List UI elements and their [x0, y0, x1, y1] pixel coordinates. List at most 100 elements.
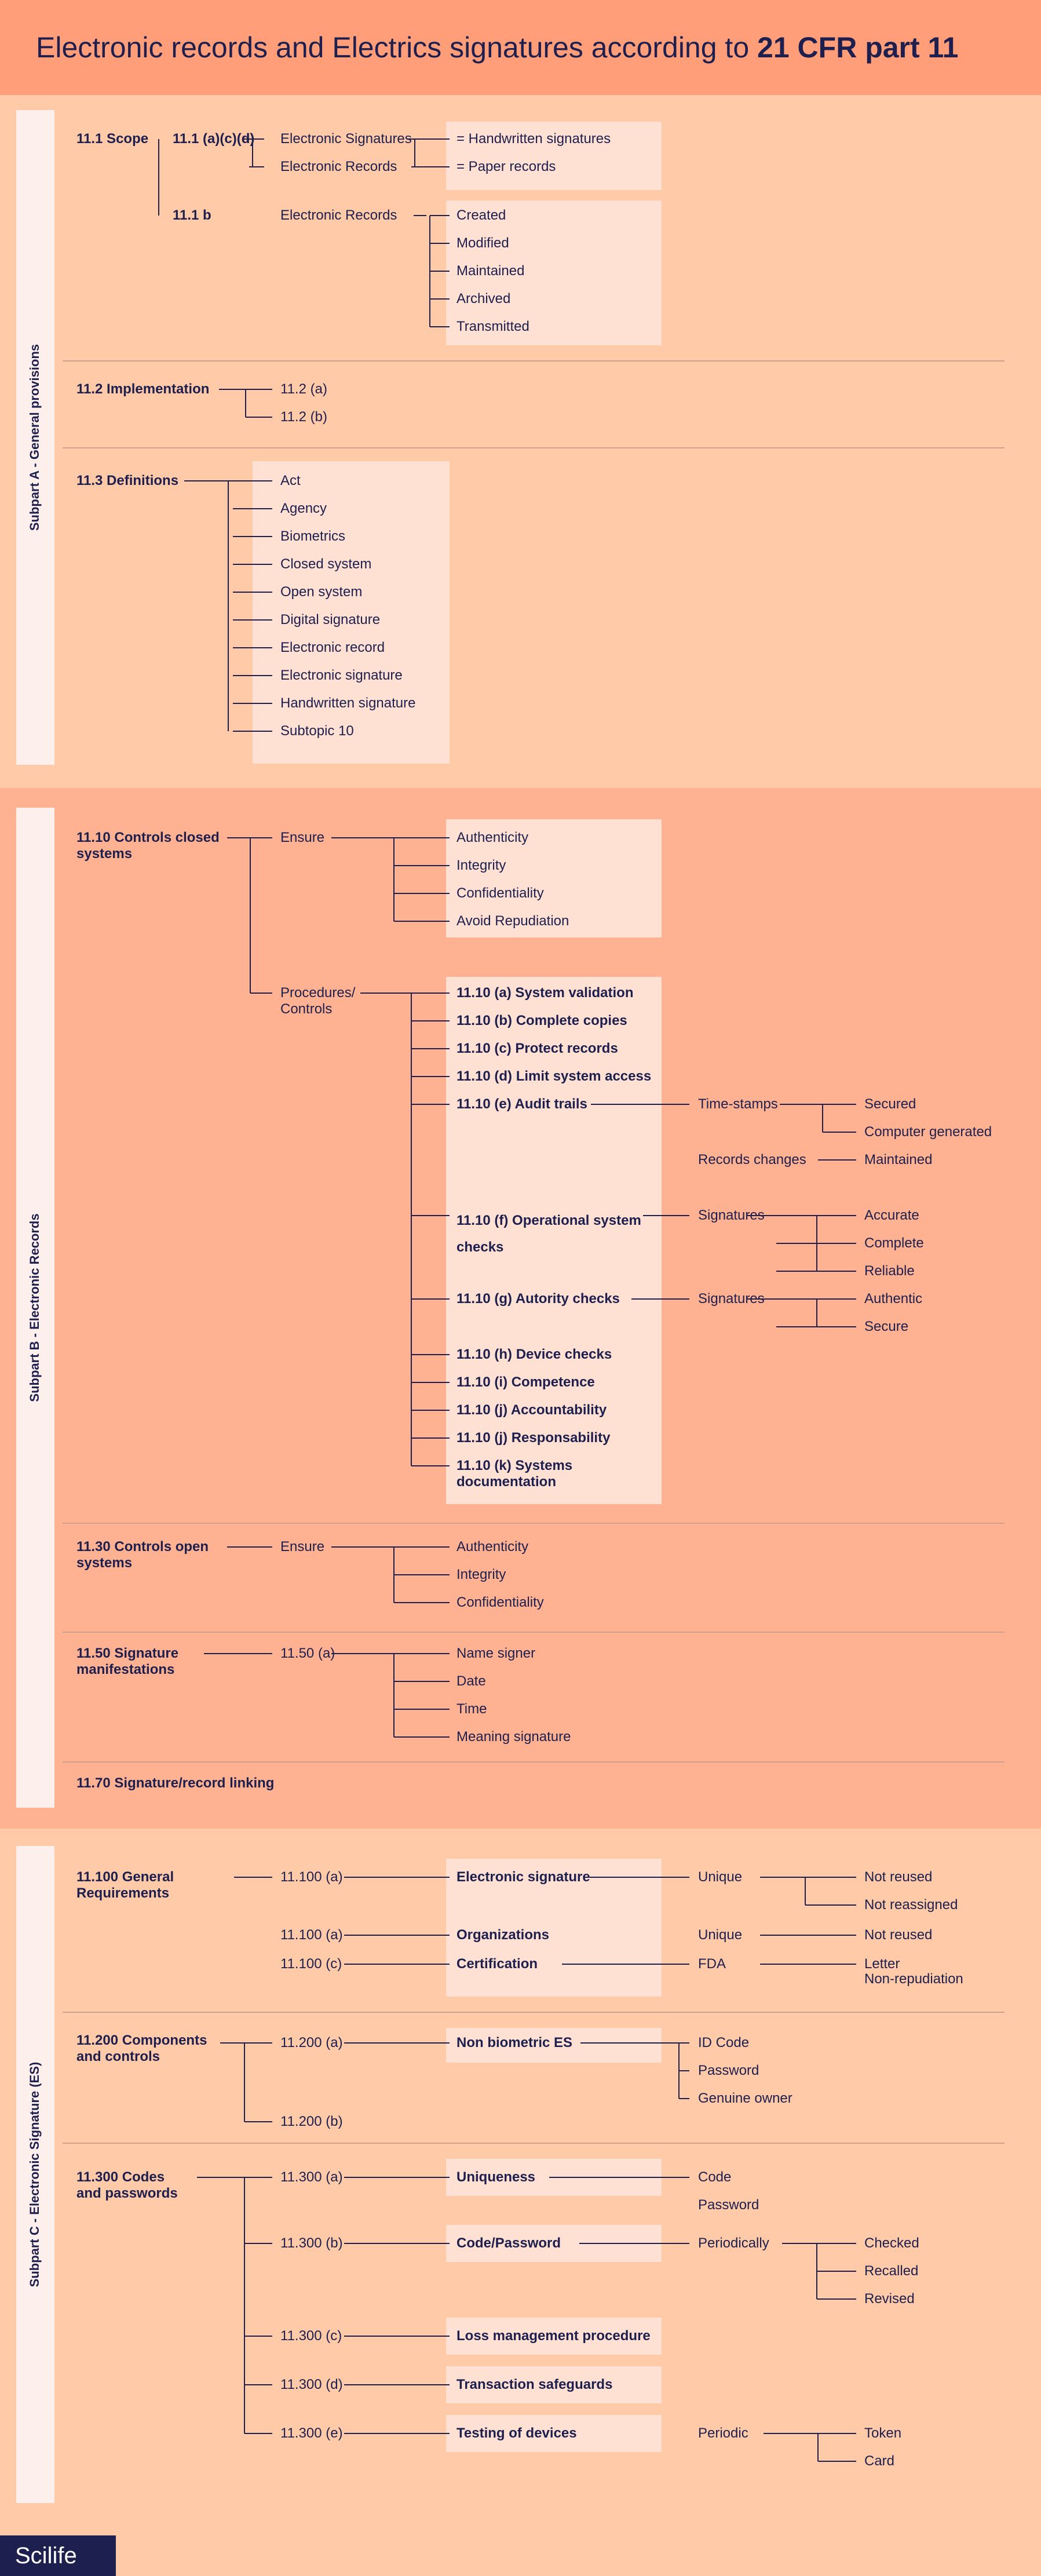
page-title: Electronic records and Electrics signatu…: [36, 30, 958, 65]
sidebar-c: [16, 1846, 54, 2503]
box-100: [446, 1859, 662, 1997]
accountability: 11.10 (j) Accountability: [456, 1402, 607, 1418]
box-procedures: [446, 977, 662, 1504]
certification: Certification: [456, 1956, 538, 1972]
definition-item: Digital signature: [280, 612, 381, 627]
lifecycle-item: Transmitted: [456, 319, 529, 334]
definitions-label: 11.3 Definitions: [76, 473, 179, 488]
codes-passwords-label: 11.300 Codes and passwords: [76, 2169, 178, 2201]
electronic-records-label: Electronic Records: [280, 159, 397, 174]
box-es-er: [446, 122, 662, 190]
definition-item: Electronic record: [280, 640, 385, 655]
code-300d: 11.300 (d): [280, 2377, 343, 2392]
records-changes-label: Records changes: [698, 1152, 806, 1167]
controls-closed-label: 11.10 Controls closed systems: [76, 830, 220, 862]
definition-item: Closed system: [280, 556, 372, 572]
box-lifecycle: [446, 200, 662, 345]
implementation-label: 11.2 Implementation: [76, 381, 210, 397]
device-checks: 11.10 (h) Device checks: [456, 1347, 612, 1362]
ensure-item: Confidentiality: [456, 885, 544, 901]
definition-item: Handwritten signature: [280, 695, 416, 711]
open-item: Authenticity: [456, 1539, 529, 1555]
unique-label: Unique: [698, 1869, 743, 1885]
box-definitions: [253, 461, 450, 764]
manif-50a: 11.50 (a): [280, 1645, 335, 1661]
ensure-label: Ensure: [280, 830, 325, 845]
fda-label: FDA: [698, 1956, 726, 1972]
logo-text: Scilife: [15, 2543, 77, 2568]
code-password: Code/Password: [456, 2235, 561, 2251]
box-300c: [446, 2318, 662, 2355]
definition-item: Subtopic 10: [280, 723, 354, 739]
secured-label: Secured: [864, 1096, 916, 1112]
check-item: Revised: [864, 2291, 915, 2307]
box-300d: [446, 2366, 662, 2403]
separator: [63, 1632, 1005, 1633]
organizations: Organizations: [456, 1927, 550, 1943]
code-300b: 11.300 (b): [280, 2235, 343, 2251]
complete-copies: 11.10 (b) Complete copies: [456, 1013, 627, 1028]
lifecycle-item: Archived: [456, 291, 511, 307]
definition-item: Open system: [280, 584, 363, 600]
check-item: Recalled: [864, 2263, 919, 2279]
device-item: Token: [864, 2425, 902, 2441]
maintained-label: Maintained: [864, 1152, 933, 1167]
title-text: Electronic records and Electrics signatu…: [36, 31, 758, 64]
electronic-records-label: Electronic Records: [280, 207, 397, 223]
not-reassigned-label: Not reassigned: [864, 1897, 958, 1913]
definition-item: Agency: [280, 501, 327, 516]
paper-records-label: = Paper records: [456, 159, 556, 174]
signatures-label: Signatures: [698, 1207, 765, 1223]
non-biometric-es: Non biometric ES: [456, 2035, 573, 2050]
component-item: ID Code: [698, 2035, 750, 2050]
controls-open-label: 11.30 Controls open systems: [76, 1539, 209, 1571]
electronic-signatures-label: Electronic Signatures: [280, 131, 412, 147]
periodic-label: Periodic: [698, 2425, 748, 2441]
separator: [63, 1761, 1005, 1763]
autority-checks: 11.10 (g) Autority checks: [456, 1291, 620, 1307]
box-300e: [446, 2415, 662, 2452]
not-reused-label: Not reused: [864, 1869, 933, 1885]
separator: [63, 2012, 1005, 2013]
lifecycle-item: Maintained: [456, 263, 525, 279]
unique-label: Unique: [698, 1927, 743, 1943]
separator: [63, 447, 1005, 448]
device-item: Card: [864, 2453, 895, 2469]
open-item: Confidentiality: [456, 1595, 544, 1610]
signatures-label: Signatures: [698, 1291, 765, 1307]
audit-trails: 11.10 (e) Audit trails: [456, 1096, 587, 1112]
testing-devices: Testing of devices: [456, 2425, 577, 2441]
signature-quality: Reliable: [864, 1263, 915, 1279]
scope-b-label: 11.1 b: [173, 207, 211, 223]
box-200: [446, 2028, 662, 2063]
scope-acd-label: 11.1 (a)(c)(d): [173, 131, 255, 147]
protect-records: 11.10 (c) Protect records: [456, 1041, 618, 1056]
manif-item: Meaning signature: [456, 1729, 571, 1745]
separator: [63, 360, 1005, 362]
signature-manifestations-label: 11.50 Signature manifestations: [76, 1645, 179, 1677]
manif-item: Name signer: [456, 1645, 536, 1661]
signature-quality: Secure: [864, 1319, 909, 1334]
horizontal-connectors: [184, 138, 856, 2462]
lifecycle-item: Modified: [456, 235, 509, 251]
competence: 11.10 (i) Competence: [456, 1374, 595, 1390]
open-item: Integrity: [456, 1567, 506, 1582]
header-band: [0, 0, 1041, 95]
ensure-item: Avoid Repudiation: [456, 913, 569, 929]
separator: [63, 1523, 1005, 1524]
code-300e: 11.300 (e): [280, 2425, 343, 2441]
code-300a: 11.300 (a): [280, 2169, 343, 2185]
ensure-item: Integrity: [456, 858, 506, 873]
sidebar-b: [16, 808, 54, 1808]
comp-200a: 11.200 (a): [280, 2035, 343, 2050]
req-100a: 11.100 (a): [280, 1927, 343, 1943]
non-repudiation-label: Non-repudiation: [864, 1971, 963, 1987]
periodically-label: Periodically: [698, 2235, 769, 2251]
sidebar-a: [16, 110, 54, 765]
code-label: Code: [698, 2169, 732, 2185]
lifecycle-item: Created: [456, 207, 506, 223]
not-reused-label: Not reused: [864, 1927, 933, 1943]
separator: [63, 2143, 1005, 2144]
signature-record-linking: 11.70 Signature/record linking: [76, 1775, 275, 1791]
